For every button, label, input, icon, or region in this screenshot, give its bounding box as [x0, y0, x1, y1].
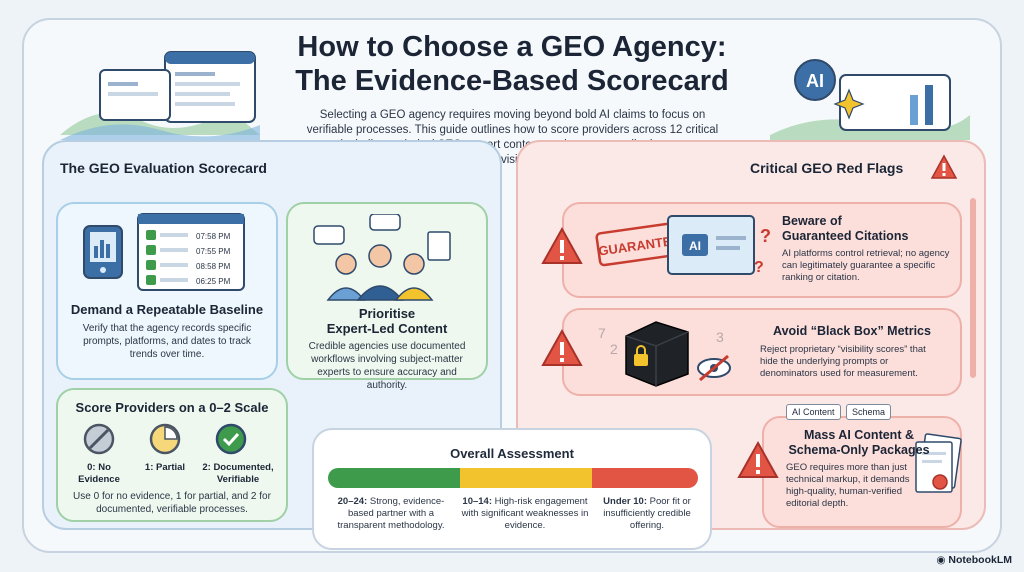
brand-footer: ◉ NotebookLM [936, 554, 1012, 566]
warning-icon [737, 440, 779, 478]
title-line-2: The Evidence-Based Scorecard [295, 65, 729, 97]
scale-label-1: 1: Partial [136, 462, 194, 474]
assessment-band-poor-fit: Under 10: Poor fit or insufficiently cre… [594, 496, 700, 532]
verified-check-icon [215, 423, 247, 455]
scale-label-text: 2: Documented, [202, 462, 274, 473]
baseline-text: Verify that the agency records specific … [82, 323, 252, 360]
red-flag-title-line: Mass AI Content & [804, 428, 914, 442]
time-entry: 07:55 PM [196, 247, 231, 256]
red-flag-text: Reject proprietary “visibility scores” t… [760, 344, 926, 379]
expert-title-line-1: Prioritise [358, 306, 416, 321]
red-flag-title-line: Avoid “Black Box” Metrics [773, 324, 931, 338]
tag-schema: Schema [846, 404, 892, 420]
warning-icon [541, 226, 583, 264]
red-flag-title-line: Beware of [782, 214, 842, 228]
experts-group-icon [313, 214, 451, 301]
red-flag-text: AI platforms control retrieval; no agenc… [782, 248, 950, 283]
baseline-title: Demand a Repeatable Baseline [70, 302, 264, 317]
brand-logo-icon: ◉ [936, 554, 949, 566]
red-flag-title: Mass AI Content & Schema-Only Packages [784, 428, 934, 458]
red-flag-title-line: Schema-Only Packages [788, 443, 930, 457]
tag-ai-content: AI Content [786, 404, 841, 420]
score-scale-title: Score Providers on a 0–2 Scale [75, 400, 269, 415]
browser-windows-illustration [60, 51, 260, 140]
ai-chart-illustration: AI [770, 59, 970, 140]
page-title: How to Choose a GEO Agency: The Evidence… [220, 30, 804, 98]
ai-badge-text: AI [689, 239, 701, 253]
black-box-icon: 7 2 3 [598, 321, 731, 387]
assessment-bar-strong [328, 468, 460, 488]
scale-label-text: 0: No [87, 462, 111, 473]
expert-content-text: Credible agencies use documented workflo… [308, 341, 466, 391]
brand-name: NotebookLM [948, 554, 1012, 566]
scale-label-text: 1: Partial [144, 462, 186, 473]
partial-icon [149, 423, 181, 455]
expert-content-title: Prioritise Expert-Led Content [290, 306, 484, 336]
red-flag-guaranteed-citations [562, 202, 962, 298]
band-text: High-risk engagement with significant we… [461, 496, 589, 531]
time-entry: 06:25 PM [196, 277, 231, 286]
red-flags-title-text: Critical GEO Red Flags [750, 160, 904, 176]
time-entry: 07:58 PM [196, 232, 231, 241]
assessment-bar-poor-fit [592, 468, 698, 488]
red-flag-title: Avoid “Black Box” Metrics [752, 324, 952, 339]
svg-text:3: 3 [716, 329, 724, 345]
svg-text:?: ? [754, 259, 764, 276]
scale-label-text: Verifiable [216, 474, 260, 485]
time-entry: 08:58 PM [196, 262, 231, 271]
red-flags-scrollbar[interactable] [970, 198, 976, 378]
ai-badge-text: AI [806, 71, 824, 91]
tablet-checklist-icon [83, 213, 245, 291]
scorecard-title: The GEO Evaluation Scorecard [60, 160, 267, 176]
overall-assessment-title: Overall Assessment [450, 446, 574, 461]
scale-label-text: Evidence [78, 474, 120, 485]
warning-icon [930, 154, 958, 179]
assessment-band-strong: 20–24: Strong, evidence-based partner wi… [326, 496, 456, 532]
svg-text:2: 2 [610, 341, 618, 357]
ai-citation-card-icon: AI ? ? [667, 215, 771, 276]
expert-title-line-2: Expert-Led Content [326, 321, 448, 336]
warning-icon [541, 328, 583, 366]
scale-label-0: 0: No Evidence [72, 462, 126, 486]
scale-label-2: 2: Documented, Verifiable [196, 462, 280, 486]
score-scale-card [56, 388, 288, 522]
score-scale-text: Use 0 for no evidence, 1 for partial, an… [73, 491, 271, 515]
no-evidence-icon [83, 423, 115, 455]
red-flag-title-line: Guaranteed Citations [782, 229, 909, 243]
band-score: 20–24: [337, 496, 368, 507]
baseline-time-list: 07:58 PM 07:55 PM 08:58 PM 06:25 PM [196, 229, 230, 289]
band-score: Under 10: [603, 496, 647, 507]
overall-assessment-card: Overall Assessment 20–24: Strong, eviden… [312, 428, 712, 550]
assessment-bar-high-risk [460, 468, 592, 488]
band-text: Strong, evidence-based partner with a tr… [337, 496, 445, 531]
documents-stack-icon [915, 433, 962, 493]
svg-text:7: 7 [598, 325, 606, 341]
assessment-band-high-risk: 10–14: High-risk engagement with signifi… [460, 496, 590, 532]
svg-text:?: ? [760, 226, 771, 246]
red-flag-text: GEO requires more than just technical ma… [786, 462, 910, 509]
band-text: Poor fit or insufficiently credible offe… [603, 496, 691, 531]
red-flags-title: Critical GEO Red Flags [750, 148, 980, 188]
band-score: 10–14: [462, 496, 492, 507]
red-flag-title: Beware of Guaranteed Citations [782, 214, 952, 244]
title-line-1: How to Choose a GEO Agency: [297, 31, 727, 63]
